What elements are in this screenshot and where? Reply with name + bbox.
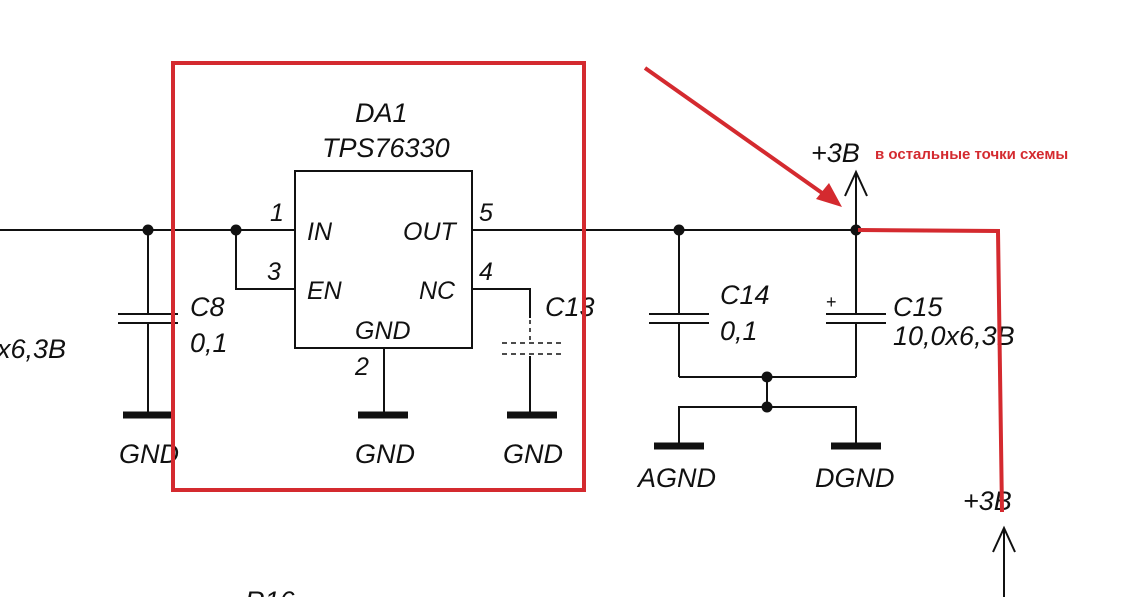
red-arrow-head-icon (816, 183, 842, 207)
pin-en-number: 3 (267, 258, 281, 286)
agnd-label: AGND (636, 463, 716, 493)
pin-nc-name: NC (419, 277, 456, 305)
dgnd-label: DGND (815, 463, 895, 493)
chip-ref: DA1 (355, 98, 408, 128)
gnd-label-c8: GND (119, 439, 179, 469)
annotation-note: в остальные точки схемы (875, 146, 1068, 163)
c14-ref: C14 (720, 280, 770, 310)
pin-out-name: OUT (403, 218, 458, 246)
junction-dot (230, 224, 242, 236)
chip-part: TPS76330 (322, 133, 450, 163)
ic-body (294, 170, 473, 349)
partial-component-label: R16 (245, 586, 296, 597)
red-arrow-line (643, 66, 834, 202)
red-route-line (857, 228, 1004, 513)
gnd-label-ic: GND (355, 439, 415, 469)
pin-in-name: IN (307, 218, 333, 246)
pin-gnd-name: GND (355, 317, 411, 345)
en-wire (235, 230, 295, 290)
c15-value: 10,0x6,3B (893, 321, 1015, 351)
pin-out-number: 5 (479, 199, 493, 227)
power-arrow-icon (844, 169, 868, 230)
c8-ref: C8 (190, 292, 225, 322)
pin-in-number: 1 (270, 199, 284, 227)
highlight-box (171, 61, 586, 492)
agnd-dgnd-wire (678, 406, 857, 445)
power-label-top: +3B (811, 138, 860, 168)
capacitor-c13 (502, 320, 562, 413)
gnd-label-c13: GND (503, 439, 563, 469)
pin-en-name: EN (307, 277, 343, 305)
power-arrow-icon (992, 525, 1016, 597)
c8-value: 0,1 (190, 328, 228, 358)
c15-polarity: + (826, 292, 837, 312)
nc-wire (472, 288, 531, 318)
pin-gnd-number: 2 (354, 353, 369, 381)
pin-nc-number: 4 (479, 258, 493, 286)
capacitor-c8 (118, 230, 178, 413)
capacitor-c15 (826, 230, 886, 377)
left-cut-label: x6,3B (0, 334, 66, 364)
capacitor-c14 (649, 230, 709, 377)
power-label-bottom: +3B (963, 486, 1012, 516)
c15-ref: C15 (893, 292, 944, 322)
c13-ref: C13 (545, 292, 595, 322)
c14-value: 0,1 (720, 316, 758, 346)
